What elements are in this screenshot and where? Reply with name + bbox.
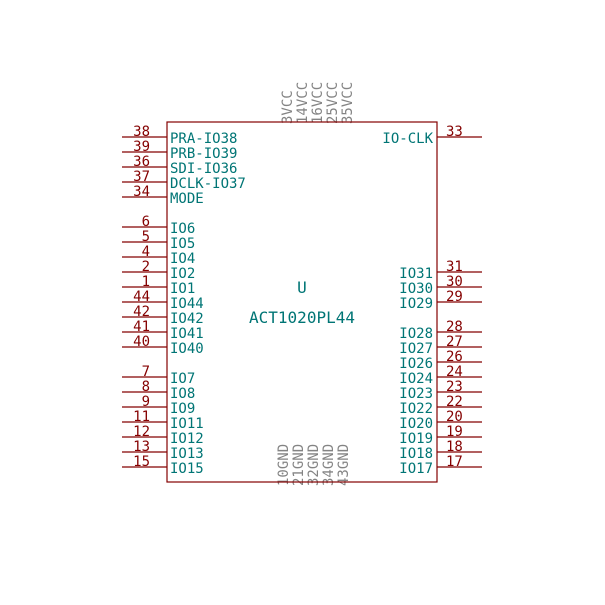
pin-group: 38 PRA-IO38 39 PRB-IO39 36 SDI-IO36 37 DCLK-IO3… xyxy=(122,82,482,486)
pin-name: IO18 xyxy=(399,446,433,462)
pin-number: 15 xyxy=(133,454,150,470)
pin-number: 30 xyxy=(446,274,463,290)
pin-number: 36 xyxy=(133,154,150,170)
pin-name: IO44 xyxy=(170,296,204,312)
pin-name: PRB-IO39 xyxy=(170,146,237,162)
pin-name: IO4 xyxy=(170,251,195,267)
pin-name: IO5 xyxy=(170,236,195,252)
pin-name: IO30 xyxy=(399,281,433,297)
pin-name: IO28 xyxy=(399,326,433,342)
ground-pin-label: 10GND xyxy=(276,444,292,486)
pin-number: 12 xyxy=(133,424,150,440)
pin-name: IO7 xyxy=(170,371,195,387)
pin-number: 8 xyxy=(142,379,150,395)
pin-name: IO29 xyxy=(399,296,433,312)
ground-pin-label: 34GND xyxy=(321,444,337,486)
pin-number: 24 xyxy=(446,364,463,380)
pin-name: IO13 xyxy=(170,446,204,462)
pin-number: 40 xyxy=(133,334,150,350)
pin-number: 23 xyxy=(446,379,463,395)
pin-name: IO2 xyxy=(170,266,195,282)
pin-name: IO6 xyxy=(170,221,195,237)
ground-pin-label: 32GND xyxy=(306,444,322,486)
pin-number: 41 xyxy=(133,319,150,335)
pin-name: IO17 xyxy=(399,461,433,477)
pin-name: IO15 xyxy=(170,461,204,477)
power-pin-label: 14VCC xyxy=(295,82,311,124)
pin-name: IO24 xyxy=(399,371,433,387)
pin-name: IO27 xyxy=(399,341,433,357)
pin-name: SDI-IO36 xyxy=(170,161,237,177)
pin-number: 42 xyxy=(133,304,150,320)
pin-name: IO11 xyxy=(170,416,204,432)
part-value: ACT1020PL44 xyxy=(249,308,355,327)
reference-designator: U xyxy=(297,278,307,297)
pin-number: 29 xyxy=(446,289,463,305)
pin-name: IO1 xyxy=(170,281,195,297)
pin-name: IO40 xyxy=(170,341,204,357)
pin-name: IO19 xyxy=(399,431,433,447)
pin-number: 11 xyxy=(133,409,150,425)
pin-name: IO12 xyxy=(170,431,204,447)
pin-name: MODE xyxy=(170,191,204,207)
pin-name: IO42 xyxy=(170,311,204,327)
pin-number: 7 xyxy=(142,364,150,380)
power-pin-label: 16VCC xyxy=(310,82,326,124)
pin-number: 28 xyxy=(446,319,463,335)
pin-number: 27 xyxy=(446,334,463,350)
pin-name: DCLK-IO37 xyxy=(170,176,246,192)
power-pin-label: 3VCC xyxy=(280,90,296,124)
pin-number: 2 xyxy=(142,259,150,275)
power-pin-label: 25VCC xyxy=(325,82,341,124)
pin-name: PRA-IO38 xyxy=(170,131,237,147)
ground-pin-label: 43GND xyxy=(336,444,352,486)
pin-number: 6 xyxy=(142,214,150,230)
power-pin-label: 35VCC xyxy=(340,82,356,124)
pin-number: 31 xyxy=(446,259,463,275)
pin-name: IO26 xyxy=(399,356,433,372)
pin-number: 22 xyxy=(446,394,463,410)
pin-number: 1 xyxy=(142,274,150,290)
pin-number: 38 xyxy=(133,124,150,140)
pin-number: 18 xyxy=(446,439,463,455)
pin-name: IO22 xyxy=(399,401,433,417)
pin-name: IO23 xyxy=(399,386,433,402)
pin-number: 9 xyxy=(142,394,150,410)
pin-name: IO31 xyxy=(399,266,433,282)
pin-number: 20 xyxy=(446,409,463,425)
pin-name: IO8 xyxy=(170,386,195,402)
pin-number: 26 xyxy=(446,349,463,365)
ic-body xyxy=(166,121,438,483)
pin-number: 44 xyxy=(133,289,150,305)
pin-number: 4 xyxy=(142,244,150,260)
pin-name: IO20 xyxy=(399,416,433,432)
pin-name: IO-CLK xyxy=(382,131,433,147)
pin-number: 34 xyxy=(133,184,150,200)
pin-number: 37 xyxy=(133,169,150,185)
pin-name: IO9 xyxy=(170,401,195,417)
pin-number: 33 xyxy=(446,124,463,140)
pin-number: 5 xyxy=(142,229,150,245)
pin-number: 13 xyxy=(133,439,150,455)
pin-number: 39 xyxy=(133,139,150,155)
pin-number: 19 xyxy=(446,424,463,440)
pin-number: 17 xyxy=(446,454,463,470)
ground-pin-label: 21GND xyxy=(291,444,307,486)
pin-name: IO41 xyxy=(170,326,204,342)
